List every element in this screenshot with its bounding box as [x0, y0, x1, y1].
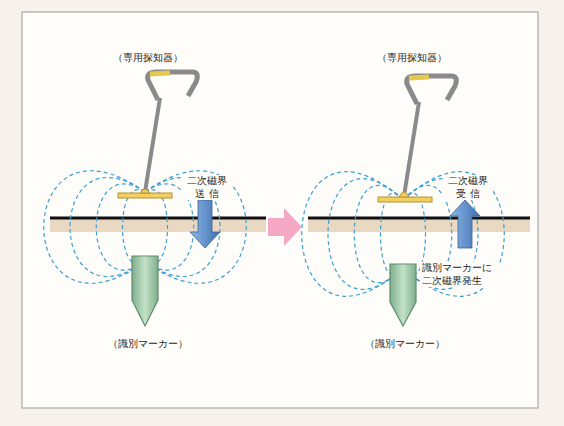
marker-label: （識別マーカー） — [363, 338, 447, 351]
marker-label: （識別マーカー） — [106, 338, 190, 351]
signal-label: 二次磁界 送 信 — [182, 175, 232, 200]
field-line — [145, 171, 246, 283]
field-line — [302, 172, 403, 297]
signal-arrow-down — [190, 200, 220, 248]
ground-line — [308, 217, 530, 220]
field-line — [145, 190, 168, 265]
field-line — [381, 193, 404, 275]
signal-label: 二次磁界 受 信 — [443, 175, 493, 200]
device-label: （専用探知器） — [375, 52, 449, 65]
signal-arrow-up — [450, 200, 480, 248]
frame — [22, 12, 538, 408]
device-label: （専用探知器） — [111, 52, 185, 65]
identification-marker — [132, 256, 158, 326]
field-line — [123, 190, 146, 265]
soil-band — [50, 219, 266, 232]
field-line — [44, 171, 145, 283]
ground-line — [50, 217, 266, 220]
transition-arrow — [268, 208, 302, 246]
soil-band — [308, 219, 530, 232]
note-label: 識別マーカーに 二次磁界発生 — [420, 262, 500, 287]
field-line — [403, 172, 504, 297]
identification-marker — [390, 264, 416, 326]
